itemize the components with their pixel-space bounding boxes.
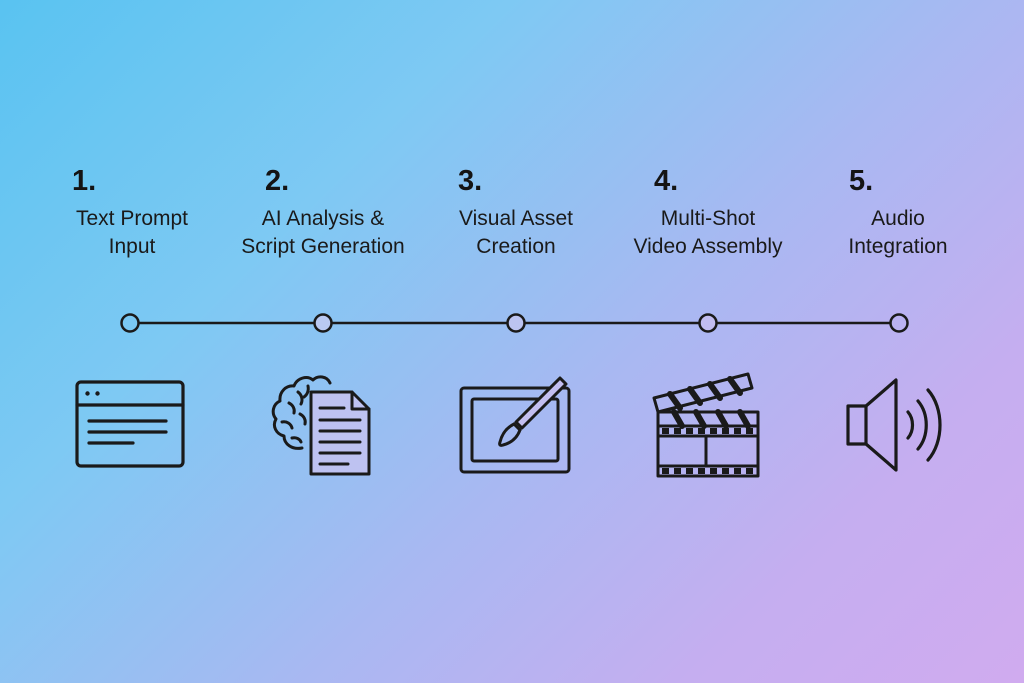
step-label: Visual Asset Creation bbox=[416, 205, 616, 261]
step-label-line-2: Creation bbox=[476, 235, 556, 258]
step-1: 1. Text Prompt Input bbox=[32, 0, 232, 683]
step-label-line-2: Integration bbox=[848, 235, 948, 258]
step-label: Multi-Shot Video Assembly bbox=[608, 205, 808, 261]
step-label-line-1: AI Analysis & bbox=[261, 207, 385, 230]
step-number: 4. bbox=[654, 165, 679, 197]
step-4: 4. Multi-Shot Video Assembly bbox=[608, 0, 808, 683]
step-label-line-1: Multi-Shot bbox=[660, 207, 756, 230]
step-3: 3. Visual Asset Creation bbox=[416, 0, 616, 683]
tablet-brush-icon bbox=[456, 368, 576, 484]
step-number: 2. bbox=[265, 165, 290, 197]
step-label-line-1: Audio bbox=[871, 207, 925, 230]
browser-window-icon bbox=[70, 368, 190, 484]
step-label: Text Prompt Input bbox=[32, 205, 232, 261]
clapperboard-film-icon bbox=[648, 368, 768, 484]
step-label-line-1: Text Prompt bbox=[75, 207, 189, 230]
step-number: 3. bbox=[458, 165, 483, 197]
step-number: 5. bbox=[849, 165, 874, 197]
step-label-line-2: Input bbox=[108, 235, 156, 258]
step-number: 1. bbox=[72, 165, 97, 197]
step-label-line-2: Video Assembly bbox=[633, 235, 783, 258]
step-5: 5. Audio Integration bbox=[798, 0, 998, 683]
step-label-line-2: Script Generation bbox=[241, 235, 405, 258]
step-label: Audio Integration bbox=[798, 205, 998, 261]
step-2: 2. AI Analysis & Script Generation bbox=[223, 0, 423, 683]
step-label: AI Analysis & Script Generation bbox=[223, 205, 423, 261]
brain-document-icon bbox=[262, 368, 382, 484]
speaker-sound-icon bbox=[838, 368, 958, 484]
step-label-line-1: Visual Asset bbox=[458, 207, 573, 230]
